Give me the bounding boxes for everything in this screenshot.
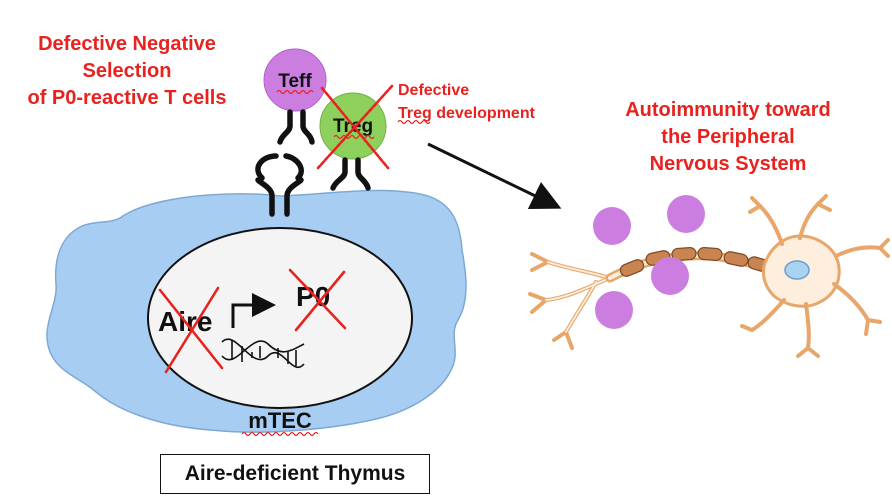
defective-treg-line-1: Defective [398,82,469,99]
mhc-receptor [255,177,304,217]
negative-selection-label: Defective Negative Selection of P0-react… [28,33,227,109]
treg-tcr [330,157,371,191]
neuron [528,194,890,358]
infiltrating-t-cells [593,195,705,329]
thymus-diagram: Defective Negative Selection of P0-react… [28,33,890,437]
transcription-arrow [231,293,276,328]
p0-cross [288,268,347,332]
negative-selection-line-2: Selection [83,60,172,82]
defective-treg-line-2: Treg development [398,105,536,122]
autoimmunity-label: Autoimmunity toward the Peripheral Nervo… [625,99,831,175]
thymus-caption-text: Aire-deficient Thymus [184,462,406,485]
treg-cross [316,84,394,170]
dendrites-left-inner [545,261,611,333]
t-cell-4 [595,291,633,329]
teff-label: Teff [278,71,312,92]
thymus-caption: Aire-deficient Thymus [160,454,430,494]
autoimmunity-line-1: Autoimmunity toward [625,99,831,121]
autoimmunity-line-3: Nervous System [650,153,807,175]
mhc-cup [255,153,304,181]
dna-helix [221,338,305,368]
defective-treg-spellcheck [397,119,431,125]
mtec-spellcheck [241,431,319,437]
autoimmunity-line-2: the Peripheral [661,126,794,148]
defective-treg-label: Defective Treg development [397,82,536,125]
dendrites-right [740,194,890,358]
negative-selection-line-1: Defective Negative [38,33,216,55]
neuron-nucleus [784,260,810,280]
mtec-label: mTEC [248,408,312,433]
treg-spellcheck [333,134,375,140]
myelin-sheath [619,246,769,277]
teff-spellcheck [276,89,314,95]
t-cell-3 [651,257,689,295]
teff-cell [263,48,327,112]
t-cell-2 [667,195,705,233]
mtec-nucleus [147,227,413,409]
arrow-to-pns [427,142,562,210]
aire-cross [158,286,224,374]
negative-selection-line-3: of P0-reactive T cells [28,87,227,109]
t-cell-1 [593,207,631,245]
teff-tcr [277,109,315,145]
